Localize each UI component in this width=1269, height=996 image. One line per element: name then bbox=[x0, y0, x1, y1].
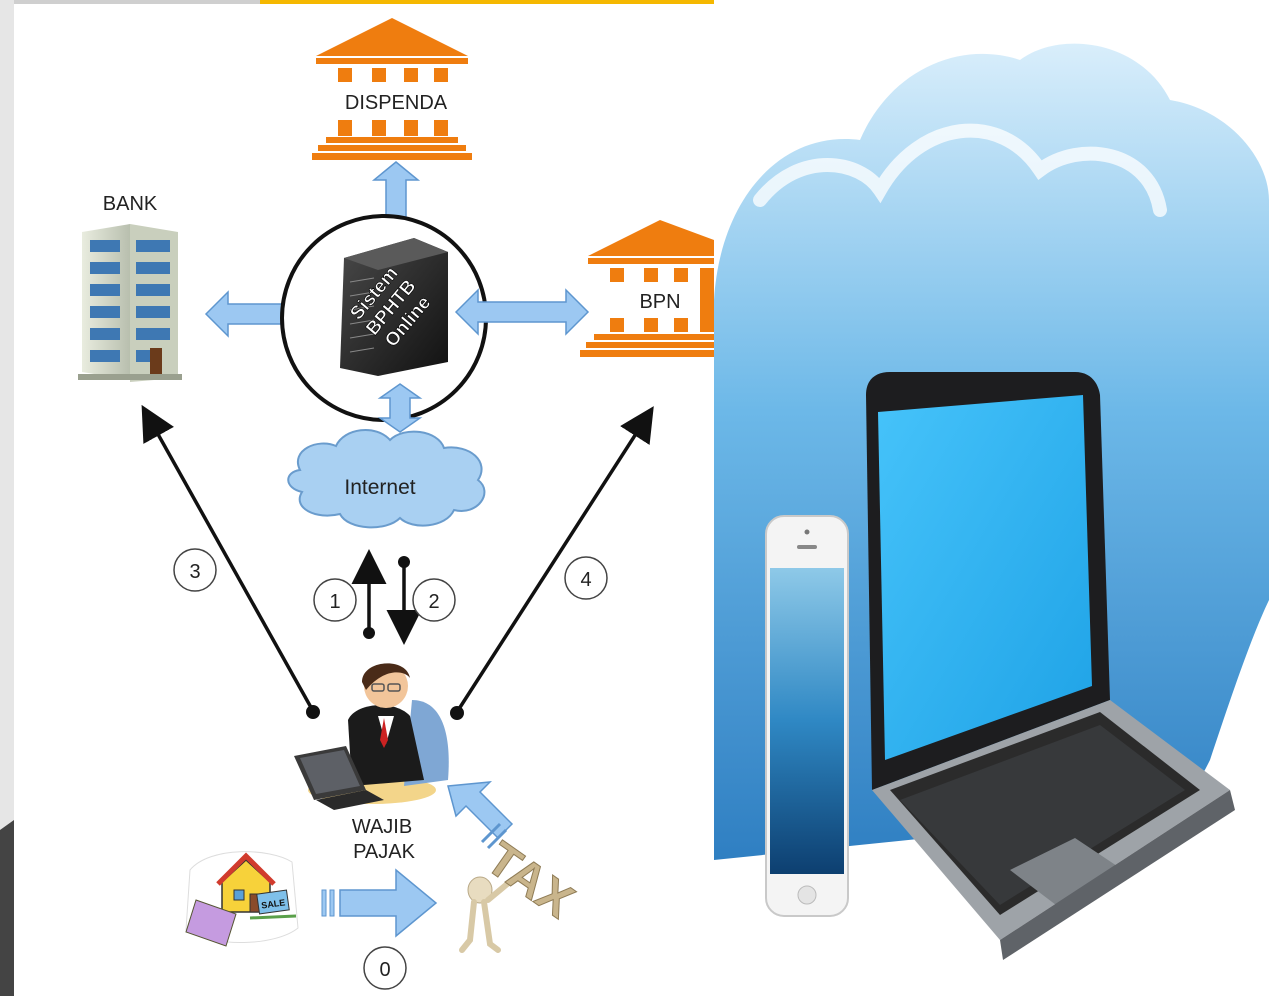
taxpayer-icon bbox=[294, 663, 449, 810]
internet-cloud-icon bbox=[287, 428, 486, 529]
dispenda-label: DISPENDA bbox=[345, 92, 448, 114]
bphtb-flow-diagram: DISPENDA BANK bbox=[78, 18, 714, 990]
step2-arrow-dot bbox=[398, 556, 410, 568]
step-badge-4: 4 bbox=[564, 556, 608, 600]
step3-arrow-dot bbox=[306, 705, 320, 719]
bpn-building-icon bbox=[580, 220, 714, 357]
step-badge-1-label: 1 bbox=[329, 591, 340, 613]
step-badge-4-label: 4 bbox=[580, 569, 591, 591]
bank-building-icon bbox=[78, 224, 182, 382]
step3-arrow bbox=[141, 404, 315, 712]
server-rack-icon bbox=[340, 238, 448, 376]
top-accent-bar bbox=[0, 0, 1269, 4]
laptop-icon bbox=[866, 372, 1235, 960]
top-accent-bar-gray bbox=[0, 0, 260, 4]
step4-arrow-dot bbox=[450, 706, 464, 720]
step1-arrow-dot bbox=[363, 627, 375, 639]
server-internet-arrow bbox=[377, 383, 423, 433]
step-badge-2: 2 bbox=[412, 578, 456, 622]
smartphone-icon bbox=[765, 515, 849, 917]
step0-arrow bbox=[321, 868, 438, 938]
step-badge-3-label: 3 bbox=[189, 561, 200, 583]
cloud-devices-illustration bbox=[714, 0, 1269, 996]
tax-tag-label: TAX bbox=[477, 832, 583, 928]
left-edge-decoration bbox=[0, 0, 14, 996]
bpn-label: BPN bbox=[639, 291, 680, 313]
step-badge-0-label: 0 bbox=[379, 959, 390, 981]
property-sale-icon: SALE bbox=[185, 851, 299, 947]
sale-tag-label: SALE bbox=[261, 897, 286, 910]
tax-to-taxpayer-arrow bbox=[447, 781, 514, 850]
taxpayer-label-line2: PAJAK bbox=[353, 841, 416, 863]
tax-burden-icon: TAX bbox=[459, 832, 583, 953]
step-badge-0: 0 bbox=[363, 946, 407, 990]
server-bpn-arrow bbox=[454, 288, 590, 336]
step-badge-3: 3 bbox=[173, 548, 217, 592]
taxpayer-label-line1: WAJIB bbox=[352, 816, 412, 838]
internet-label: Internet bbox=[344, 476, 415, 499]
dispenda-building-icon bbox=[312, 18, 472, 160]
step-badge-1: 1 bbox=[313, 578, 357, 622]
bank-label: BANK bbox=[103, 193, 158, 215]
step4-arrow bbox=[455, 406, 654, 713]
step-badge-2-label: 2 bbox=[428, 591, 439, 613]
left-edge-dark-decoration bbox=[0, 820, 14, 996]
